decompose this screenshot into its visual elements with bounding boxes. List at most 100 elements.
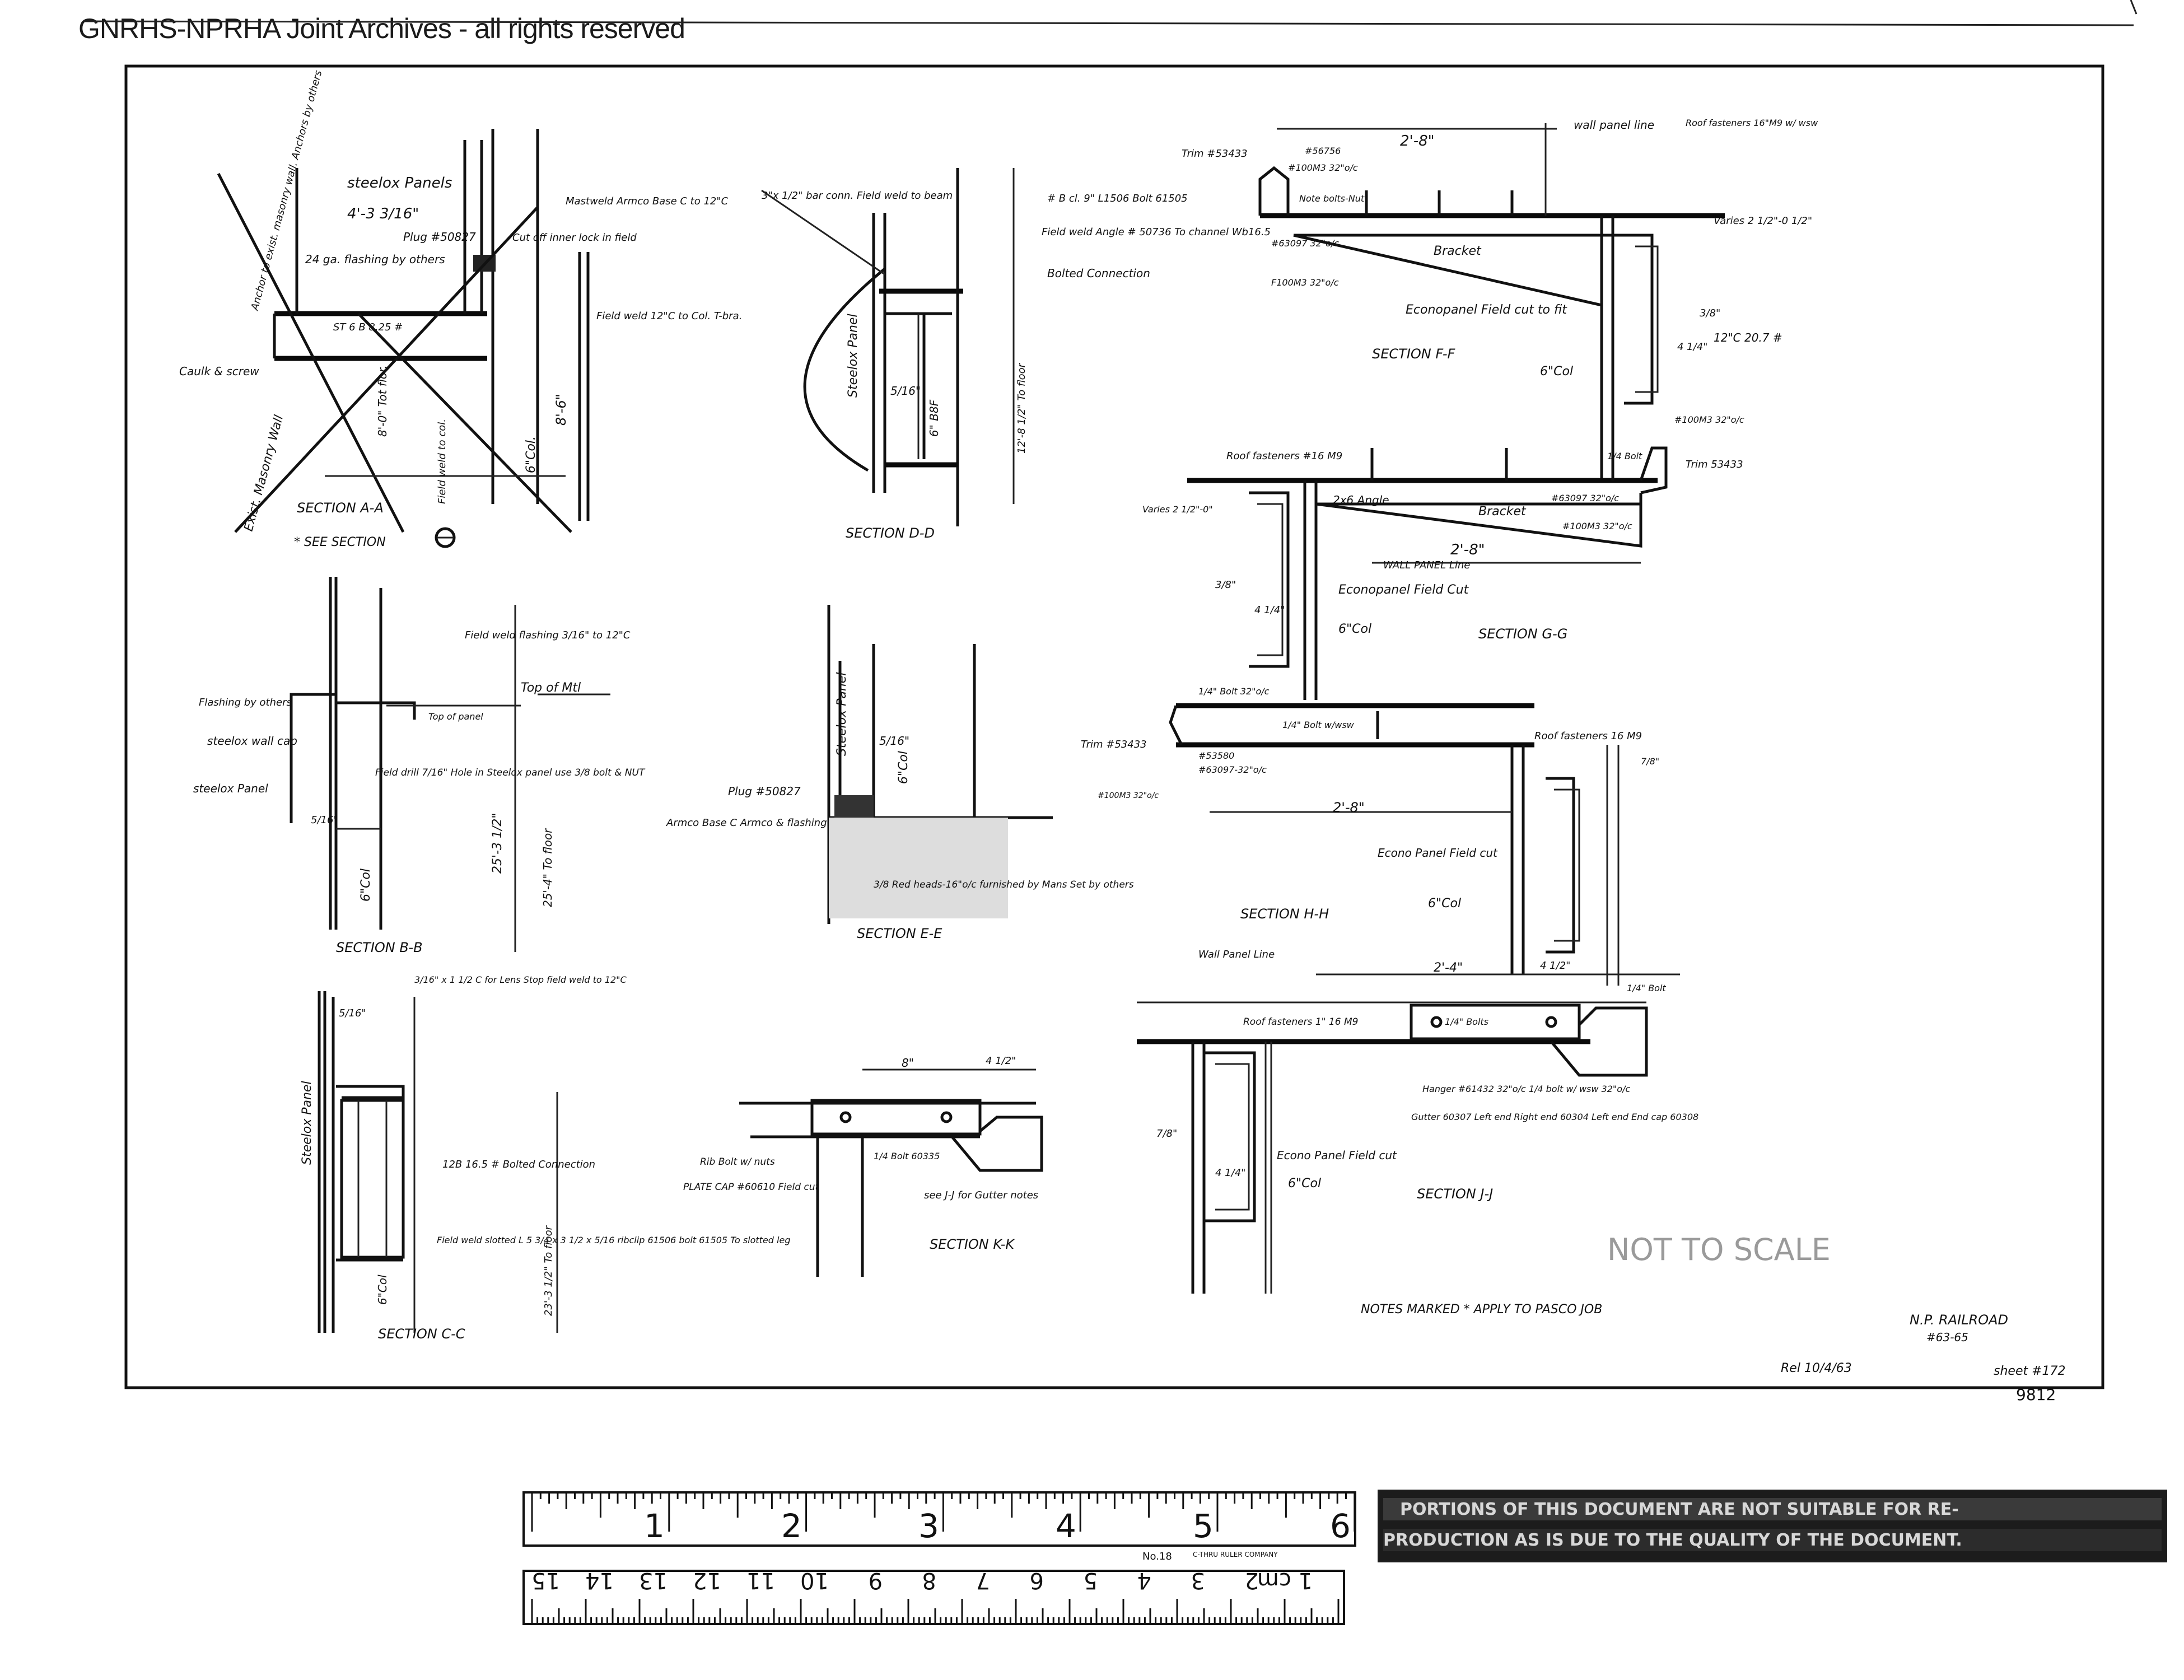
stop-weld-label: 3/16" x 1 1/2 C for Lens Stop field weld… [414, 974, 627, 985]
k-bolts: Rib Bolt w/ nuts [700, 1156, 775, 1168]
steelox-panel-d: Steelox Panel [846, 314, 860, 398]
section-bb-drawing [290, 577, 610, 952]
col-6-a: 6"Col. [524, 436, 538, 473]
f-100m-c: #100M3 32"o/c [1674, 414, 1744, 425]
h-roof: Roof fasteners 16 M9 [1534, 730, 1642, 742]
h-dim: 2'-8" [1333, 800, 1365, 815]
section-hh-drawing [1169, 703, 1680, 986]
f-trim: Trim #53433 [1182, 148, 1248, 160]
cm-ruler-label: 3 [1191, 1567, 1205, 1593]
j-gutter: Gutter 60307 Left end Right end 60304 Le… [1411, 1112, 1698, 1122]
cm-ruler-label: 14 [585, 1567, 614, 1593]
col-6-e: 6"Col [897, 751, 911, 784]
anchor-existing-label: Anchor to exist. masonry wall. Anchors b… [249, 69, 324, 312]
plug-e-label: Plug #50827 [728, 785, 801, 798]
steelox-wall-cap: steelox wall cap [207, 734, 297, 748]
legibility-banner-line2: PRODUCTION AS IS DUE TO THE QUALITY OF T… [1383, 1530, 1962, 1550]
h-bolt3: 1/4" Bolt [1627, 983, 1666, 993]
cm-ruler-label: 13 [639, 1567, 668, 1593]
section-jj-drawing [1137, 1001, 1648, 1294]
j-dim4: 4 1/4" [1215, 1167, 1245, 1179]
k-see: see J-J for Gutter notes [924, 1189, 1038, 1201]
d-bar-label: 3"x 1/2" bar conn. Field weld to beam [762, 190, 953, 202]
h-53580: #53580 [1198, 750, 1234, 761]
ruler-inch-6: 6 [1330, 1507, 1351, 1545]
section-ff-title: SECTION F-F [1372, 346, 1456, 362]
plug-50827-label: Plug #50827 [403, 230, 476, 244]
steelox-panel-b: steelox Panel [193, 782, 268, 795]
cm-ruler [522, 1570, 1345, 1625]
top-mtl-label: Top of Mtl [521, 681, 581, 695]
f-bracket: Bracket [1434, 244, 1482, 258]
f-100m: #100M3 32"o/c [1288, 162, 1358, 173]
cm-ruler-label: 1 cm [1257, 1567, 1313, 1593]
k-dim2: 4 1/2" [986, 1055, 1016, 1067]
section-kk-drawing [739, 1068, 1043, 1277]
cm-ruler-label: 8 [922, 1567, 936, 1593]
cm-ruler-label: 15 [531, 1567, 560, 1593]
c-12b-label: 12B 16.5 # Bolted Connection [442, 1159, 595, 1170]
h-100m: #100M3 32"o/c [1098, 791, 1159, 800]
j-hanger: Hanger #61432 32"o/c 1/4 bolt w/ wsw 32"… [1422, 1084, 1630, 1094]
g-bolt: 1/4 Bolt [1607, 451, 1642, 461]
g-dim-3-8: 3/8" [1215, 579, 1236, 591]
h-wall-panel: Wall Panel Line [1198, 949, 1275, 960]
section-kk-title: SECTION K-K [930, 1236, 1015, 1252]
field-weld-col-label: Field weld to col. [436, 419, 448, 504]
g-econopanel: Econopanel Field Cut [1338, 583, 1469, 597]
dim-4-3-16: 4'-3 3/16" [347, 206, 419, 222]
cm-ruler-label: 5 [1084, 1567, 1098, 1593]
g-63097: #63097 32"o/c [1551, 493, 1619, 503]
k-dim: 8" [902, 1056, 914, 1070]
ruler-inch-3: 3 [918, 1507, 939, 1545]
cutoff-inner-lock-label: Cut off inner lock in field [512, 232, 637, 244]
dim-25-4: 25'-4" To floor [541, 828, 554, 907]
j-roof: Roof fasteners 1" 16 M9 [1243, 1016, 1358, 1028]
h-dim2: 2'-4" [1434, 961, 1463, 975]
inch-ruler [522, 1491, 1356, 1547]
dim-23-3: 23'-3 1/2" To floor [543, 1225, 554, 1316]
g-100m: #100M3 32"o/c [1562, 521, 1632, 531]
f-dim-3-8: 3/8" [1700, 307, 1720, 319]
dim-5-16-e: 5/16" [879, 734, 909, 748]
f-econopanel: Econopanel Field cut to fit [1406, 303, 1567, 317]
h-dim3: 4 1/2" [1540, 960, 1570, 972]
archive-watermark: GNRHS-NPRHA Joint Archives - all rights … [78, 13, 685, 44]
d-field-angle-label: Field weld Angle # 50736 To channel Wb16… [1042, 226, 1271, 238]
f-dim: 2'-8" [1400, 133, 1435, 150]
dim-25-3: 25'-3 1/2" [491, 813, 505, 874]
g-col: 6"Col [1338, 622, 1371, 636]
f-col: 6"Col [1540, 365, 1573, 379]
title-job: #63-65 [1926, 1331, 1968, 1344]
dim-5-16-d: 5/16" [890, 384, 921, 398]
section-gg-drawing [1187, 446, 1668, 700]
flashing-others-label: 24 ga. flashing by others [305, 253, 445, 266]
section-aa-title: SECTION A-A [297, 500, 384, 516]
section-cc-drawing [318, 991, 558, 1333]
g-dim-4: 4 1/4" [1254, 604, 1285, 616]
ruler-brand: No.18 [1142, 1551, 1172, 1562]
dim-5-16-b: 5/16" [311, 814, 338, 826]
h-trim: Trim #53433 [1081, 739, 1147, 750]
j-econo: Econo Panel Field cut [1277, 1149, 1397, 1162]
f-varies: Varies 2 1/2"-0 1/2" [1714, 215, 1812, 227]
g-dim: 2'-8" [1450, 542, 1485, 558]
cm-ruler-label: 7 [976, 1567, 990, 1593]
k-plate: PLATE CAP #60610 Field cut [683, 1182, 820, 1193]
legibility-banner-line1: PORTIONS OF THIS DOCUMENT ARE NOT SUITAB… [1400, 1500, 1959, 1519]
d-bolted-label: Bolted Connection [1047, 267, 1150, 280]
section-dd-title: SECTION D-D [846, 525, 935, 541]
st68-label: ST 6 B 8.25 # [333, 321, 403, 333]
f-dim-4: 4 1/4" [1677, 341, 1707, 353]
ruler-inch-5: 5 [1193, 1507, 1214, 1545]
legibility-banner [1378, 1490, 2167, 1562]
dim-8-6: 8'-6" [553, 394, 569, 426]
title-sheet: sheet #172 [1994, 1364, 2066, 1378]
d-clip-label: # B cl. 9" L1506 Bolt 61505 [1047, 193, 1188, 204]
anchor-bolts-label: 3/8 Red heads-16"o/c furnished by Mans S… [874, 879, 1134, 890]
j-bolts: 1/4" Bolts [1445, 1016, 1488, 1027]
f-roof-fasteners: Roof fasteners 16"M9 w/ wsw [1686, 118, 1818, 128]
ruler-inch-1: 1 [644, 1507, 665, 1545]
cm-ruler-label: 9 [869, 1567, 883, 1593]
